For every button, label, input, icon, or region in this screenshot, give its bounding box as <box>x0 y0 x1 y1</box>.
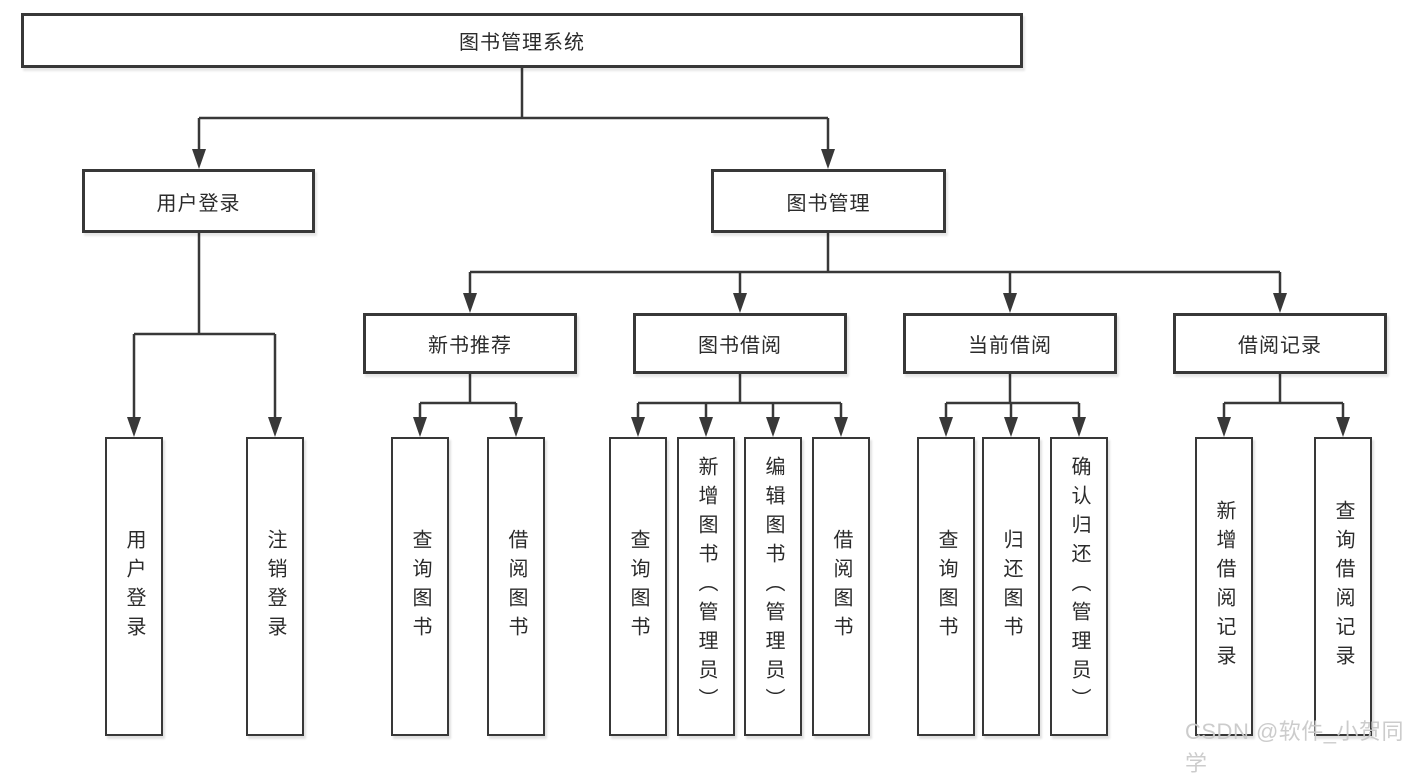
node-book-borrowing-label: 图书借阅 <box>698 335 782 357</box>
leaf-user-login: 用户登录 <box>105 437 163 736</box>
node-user-login-label: 用户登录 <box>156 192 241 215</box>
leaf-bb-add-books-admin-label: 新增图书（管理员） <box>695 456 717 717</box>
node-new-book-recommendation-label: 新书推荐 <box>428 335 512 357</box>
leaf-logout-label: 注销登录 <box>264 528 286 645</box>
node-current-borrowing: 当前借阅 <box>903 313 1117 374</box>
leaf-cb-return-books: 归还图书 <box>982 437 1040 736</box>
node-book-management-label: 图书管理 <box>786 192 871 215</box>
node-book-borrowing: 图书借阅 <box>633 313 847 374</box>
connector-lines <box>127 68 1350 437</box>
node-borrowing-records: 借阅记录 <box>1173 313 1387 374</box>
leaf-bb-query-books-label: 查询图书 <box>627 528 649 645</box>
leaf-logout: 注销登录 <box>246 437 304 736</box>
leaf-bb-query-books: 查询图书 <box>609 437 667 736</box>
leaf-cb-confirm-return-admin-label: 确认归还（管理员） <box>1068 456 1090 717</box>
node-root-system: 图书管理系统 <box>21 13 1023 68</box>
csdn-watermark: CSDN @软件_小贺同学 <box>1185 719 1405 776</box>
node-borrowing-records-label: 借阅记录 <box>1238 335 1322 357</box>
node-user-login: 用户登录 <box>82 169 315 233</box>
node-book-management: 图书管理 <box>711 169 946 233</box>
leaf-bb-edit-books-admin: 编辑图书（管理员） <box>744 437 802 736</box>
leaf-cb-confirm-return-admin: 确认归还（管理员） <box>1050 437 1108 736</box>
leaf-bb-borrow-books-label: 借阅图书 <box>830 528 852 645</box>
leaf-nbr-query-books: 查询图书 <box>391 437 449 736</box>
leaf-cb-return-books-label: 归还图书 <box>1000 528 1022 645</box>
node-current-borrowing-label: 当前借阅 <box>968 335 1052 357</box>
node-new-book-recommendation: 新书推荐 <box>363 313 577 374</box>
leaf-br-add-record-label: 新增借阅记录 <box>1213 499 1235 674</box>
leaf-bb-add-books-admin: 新增图书（管理员） <box>677 437 735 736</box>
leaf-nbr-borrow-books: 借阅图书 <box>487 437 545 736</box>
arrowheads <box>127 149 1350 437</box>
leaf-nbr-query-books-label: 查询图书 <box>409 528 431 645</box>
leaf-bb-edit-books-admin-label: 编辑图书（管理员） <box>762 456 784 717</box>
node-root-label: 图书管理系统 <box>459 32 585 54</box>
leaf-cb-query-books: 查询图书 <box>917 437 975 736</box>
leaf-cb-query-books-label: 查询图书 <box>935 528 957 645</box>
leaf-nbr-borrow-books-label: 借阅图书 <box>505 528 527 645</box>
leaf-bb-borrow-books: 借阅图书 <box>812 437 870 736</box>
leaf-br-add-record: 新增借阅记录 <box>1195 437 1253 736</box>
leaf-br-query-record: 查询借阅记录 <box>1314 437 1372 736</box>
leaf-br-query-record-label: 查询借阅记录 <box>1332 499 1354 674</box>
leaf-user-login-label: 用户登录 <box>123 528 145 645</box>
